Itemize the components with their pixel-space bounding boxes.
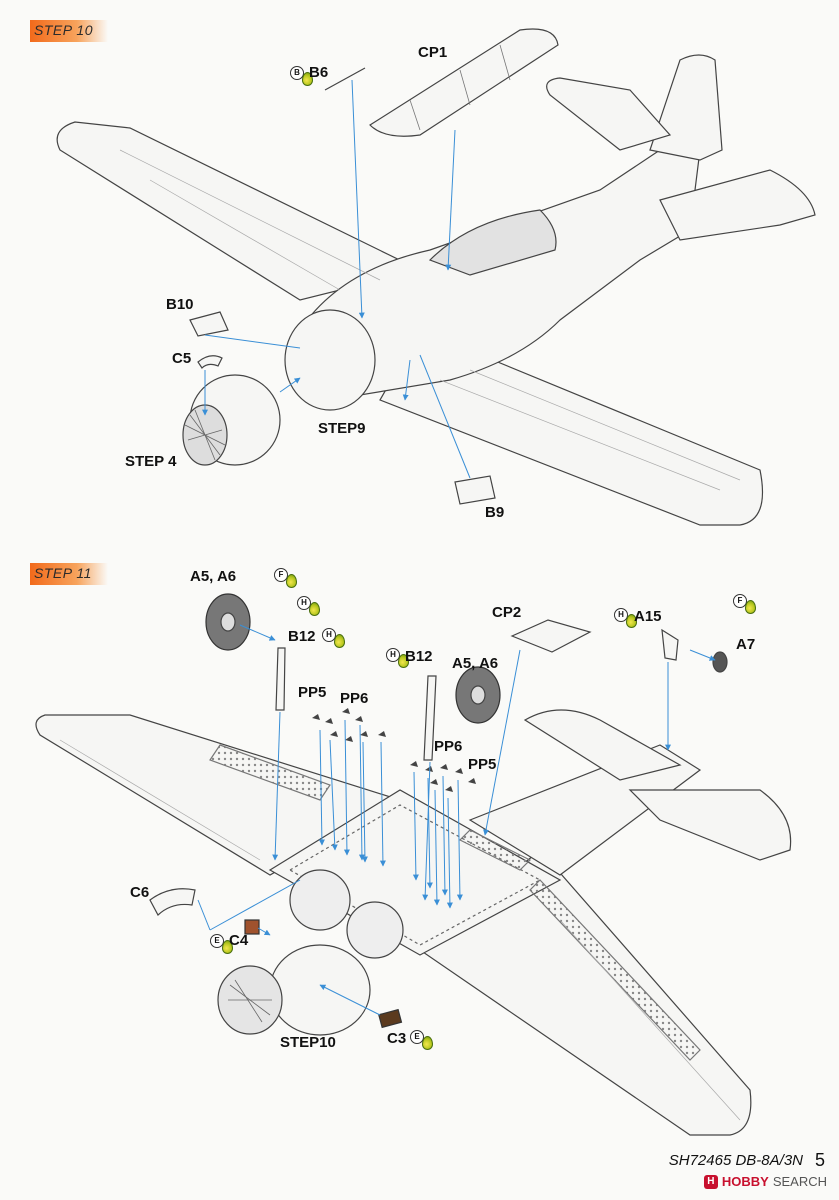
underside-right-wing xyxy=(419,849,752,1136)
label-b6: B6 xyxy=(309,64,329,81)
label-pp6-left: PP6 xyxy=(340,690,369,707)
step-10-title: STEP 10 xyxy=(34,22,94,38)
step-10-badge: STEP 10 xyxy=(30,20,108,42)
watermark-logo-icon: H xyxy=(703,1174,718,1189)
paint-callout-a5a6-h: H xyxy=(297,596,320,616)
label-pp6-right: PP6 xyxy=(434,738,463,755)
label-cp2: CP2 xyxy=(492,604,522,621)
paint-callout-b12-right: H xyxy=(386,648,409,668)
label-b12-right: B12 xyxy=(405,648,433,665)
paint-drop-icon xyxy=(422,1036,433,1050)
paint-drop-icon xyxy=(302,72,313,86)
label-step10-ref: STEP10 xyxy=(280,1034,336,1051)
stabilizer-left xyxy=(546,77,672,151)
watermark-brand: HOBBY xyxy=(721,1174,769,1189)
page-number: 5 xyxy=(814,1150,825,1170)
step-10-leaders xyxy=(202,79,471,479)
left-wing xyxy=(56,121,422,301)
paint-callout-c4: E xyxy=(210,934,233,954)
watermark: H HOBBY SEARCH xyxy=(703,1174,827,1189)
underside-left-wing xyxy=(35,714,402,876)
paint-drop-icon xyxy=(334,634,345,648)
label-a7: A7 xyxy=(736,636,756,653)
label-b9: B9 xyxy=(485,504,505,521)
product-code: SH72465 DB-8A/3N xyxy=(668,1152,803,1169)
label-step4: STEP 4 xyxy=(125,453,177,470)
label-c3: C3 xyxy=(387,1030,407,1047)
label-a5-a6-right: A5, A6 xyxy=(452,655,499,672)
paint-callout-a7: F xyxy=(733,594,756,614)
label-b12-left: B12 xyxy=(288,628,316,645)
paint-callout-b6: B xyxy=(290,66,313,86)
label-pp5-left: PP5 xyxy=(298,684,327,701)
right-wing xyxy=(379,329,764,526)
step-11-title: STEP 11 xyxy=(34,565,92,581)
step-11-leaders xyxy=(197,624,716,1016)
paint-callout-b12-left: H xyxy=(322,628,345,648)
rear-fuselage xyxy=(468,744,702,876)
paint-callout-a15: H xyxy=(614,608,637,628)
cowling xyxy=(284,309,376,411)
label-b10: B10 xyxy=(166,296,194,313)
stabilizer-right xyxy=(659,169,816,241)
label-pp5-right: PP5 xyxy=(468,756,497,773)
label-c4: C4 xyxy=(229,932,249,949)
paint-drop-icon xyxy=(309,602,320,616)
paint-drop-icon xyxy=(286,574,297,588)
paint-drop-icon xyxy=(745,600,756,614)
paint-callout-a5a6-f: F xyxy=(274,568,297,588)
label-c6: C6 xyxy=(130,884,150,901)
step-11-aircraft xyxy=(35,593,792,1136)
paint-code-b: B xyxy=(290,66,304,80)
watermark-text: SEARCH xyxy=(772,1174,827,1189)
paint-drop-icon xyxy=(626,614,637,628)
label-a5-a6-left: A5, A6 xyxy=(190,568,237,585)
paint-callout-c3: E xyxy=(410,1030,433,1050)
label-cp1: CP1 xyxy=(418,44,448,61)
label-c5: C5 xyxy=(172,350,192,367)
tail-fin xyxy=(649,54,723,161)
step-11-badge: STEP 11 xyxy=(30,563,108,585)
cp2-part xyxy=(510,619,592,653)
label-a15: A15 xyxy=(634,608,662,625)
paint-drop-icon xyxy=(222,940,233,954)
step-10-aircraft xyxy=(56,28,816,526)
paint-drop-icon xyxy=(398,654,409,668)
tail-wheel xyxy=(712,651,728,673)
label-step9: STEP9 xyxy=(318,420,366,437)
